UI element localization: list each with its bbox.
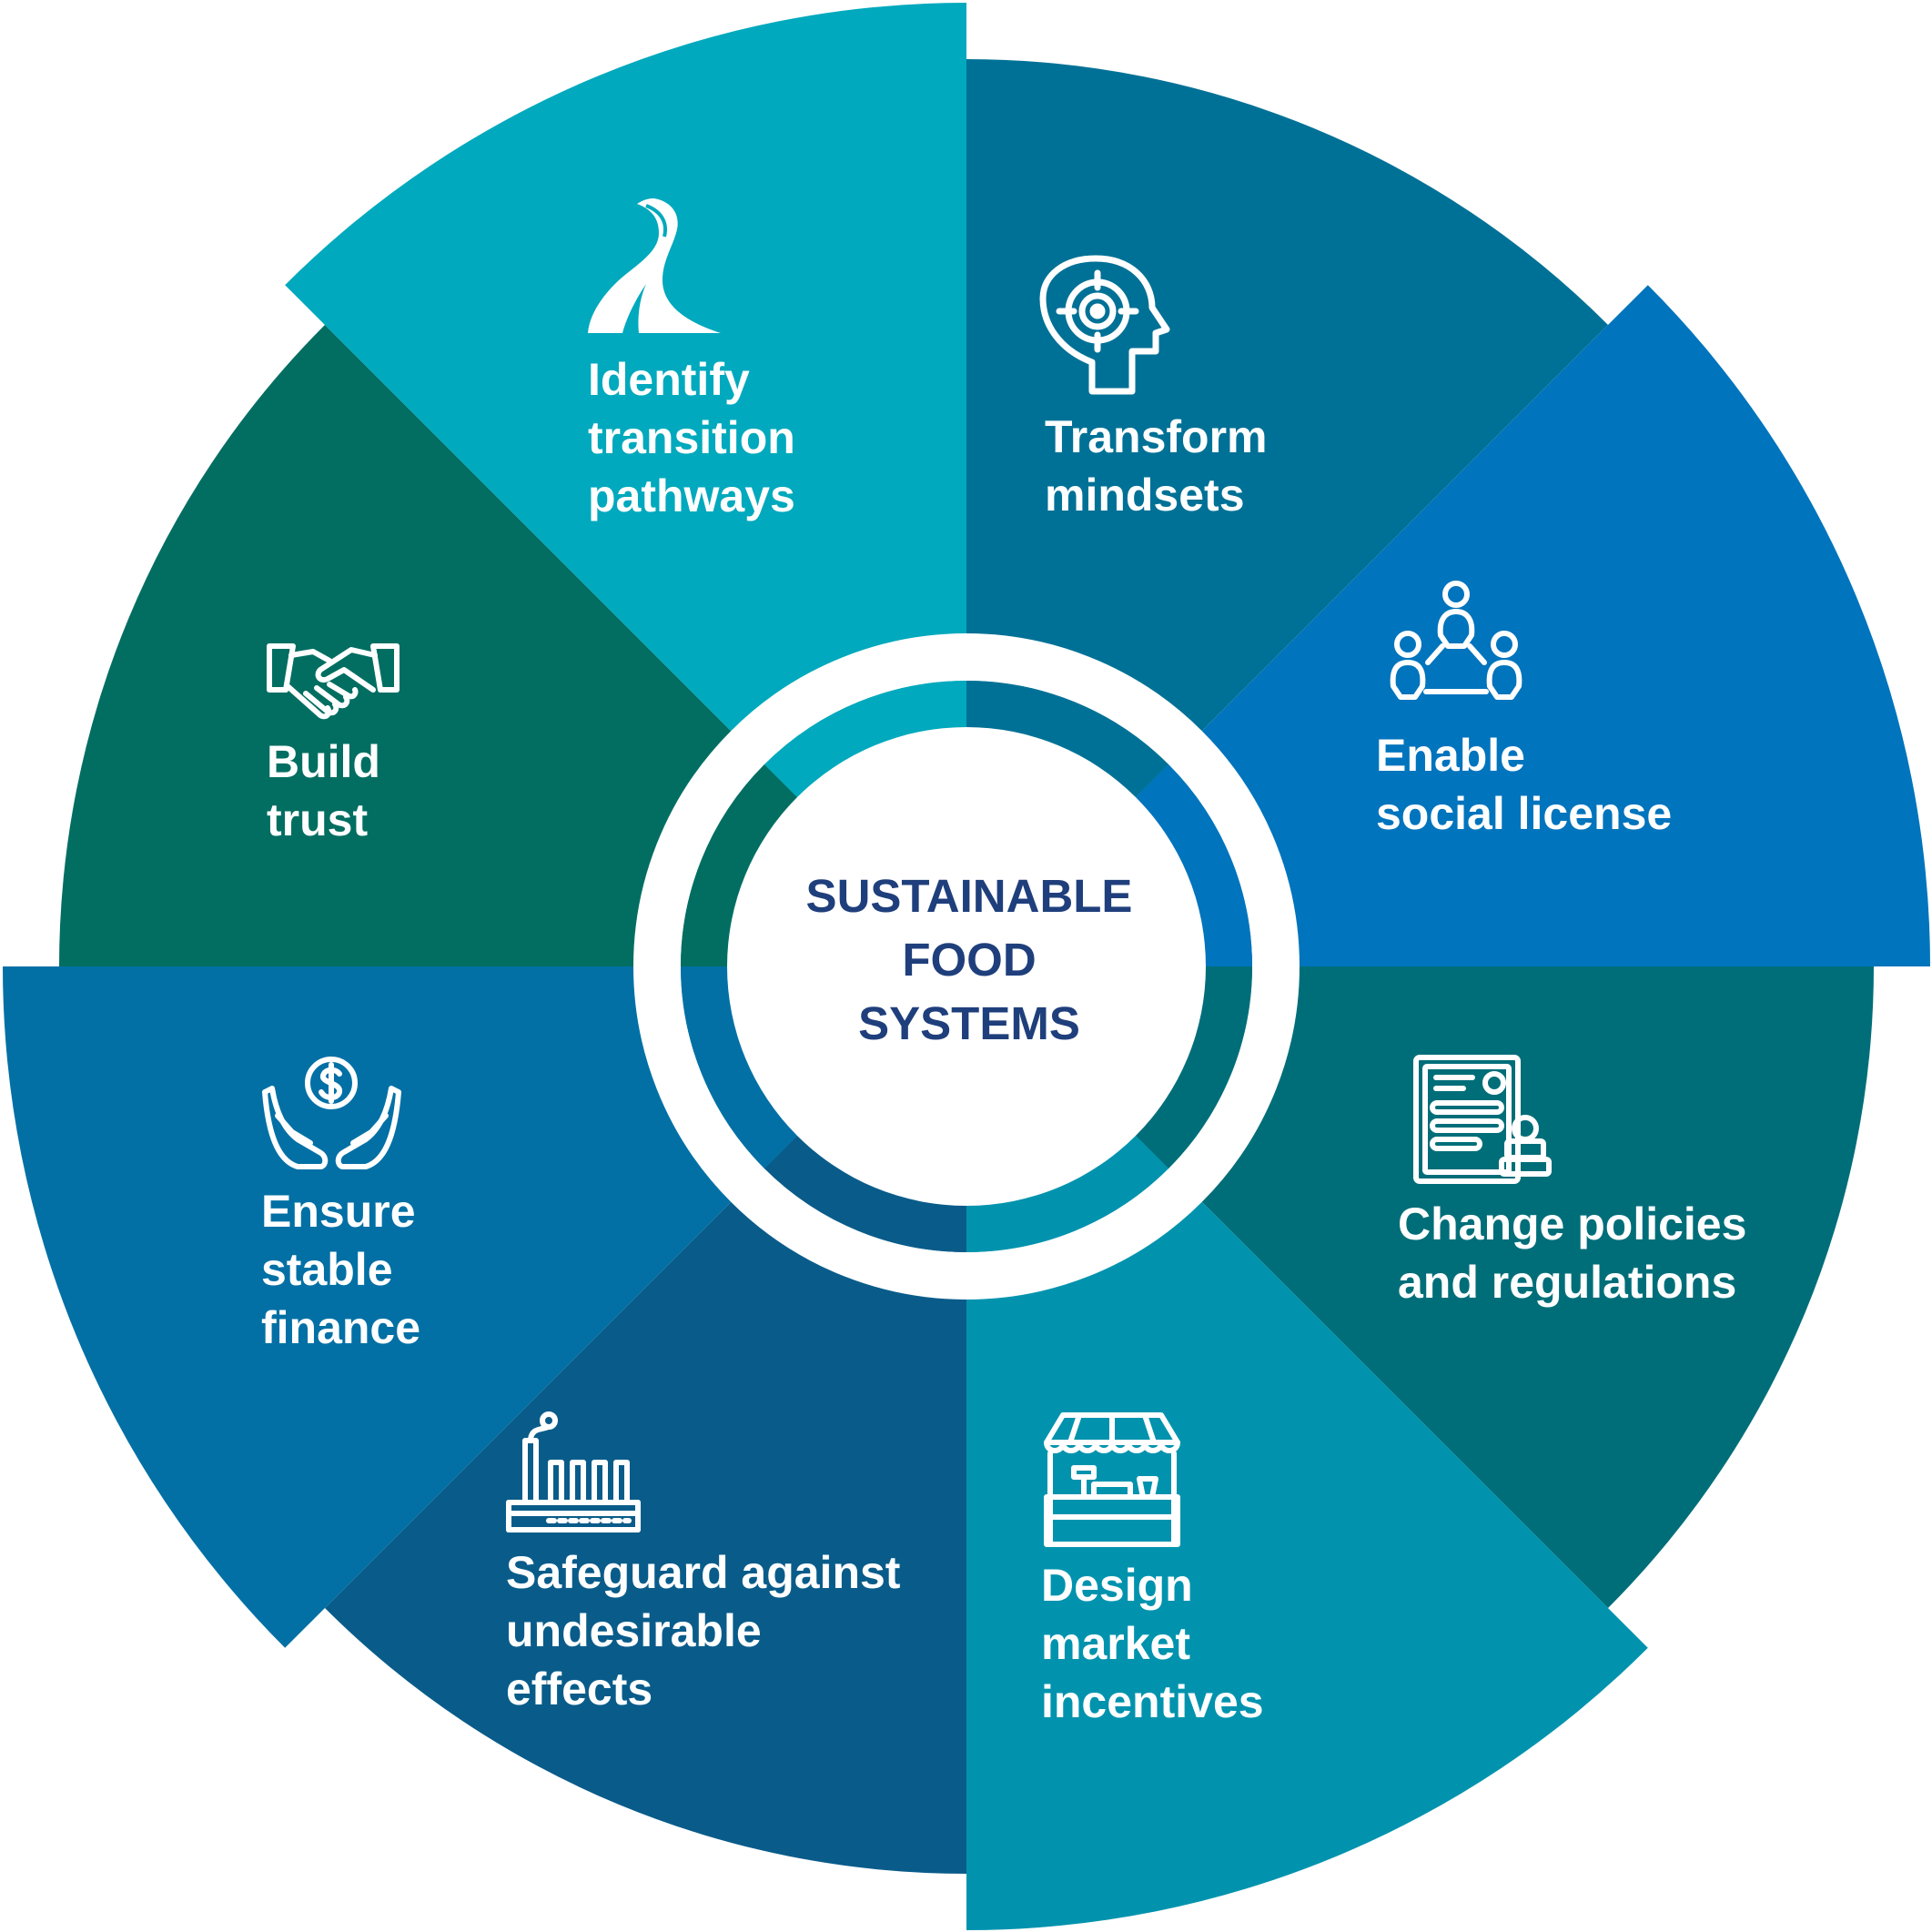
- market-stall-icon: [1043, 1411, 1181, 1548]
- label-identify-pathways: Identify transition pathways: [588, 354, 795, 521]
- label-change-policies: Change policies and regulations: [1398, 1199, 1747, 1308]
- factory-icon: [505, 1411, 642, 1534]
- label-design-market-incentives: Design market incentives: [1041, 1560, 1264, 1727]
- center-title: SUSTAINABLE FOOD SYSTEMS: [805, 870, 1133, 1049]
- label-ensure-stable-finance: Ensure stable finance: [261, 1186, 421, 1353]
- outer-ring: [633, 633, 1300, 1300]
- document-stamp-icon: [1412, 1054, 1552, 1186]
- handshake-icon: [266, 639, 400, 721]
- center-disc: [727, 727, 1206, 1206]
- people-network-icon: [1388, 579, 1524, 715]
- winding-road-icon: [586, 197, 723, 335]
- label-transform-mindsets: Transform mindsets: [1045, 411, 1268, 521]
- label-enable-social-license: Enable social license: [1376, 730, 1673, 839]
- label-safeguard: Safeguard against undesirable effects: [506, 1547, 901, 1715]
- hands-coin-icon: [261, 1056, 402, 1169]
- label-build-trust: Build trust: [267, 736, 380, 845]
- head-target-icon: [1039, 255, 1176, 396]
